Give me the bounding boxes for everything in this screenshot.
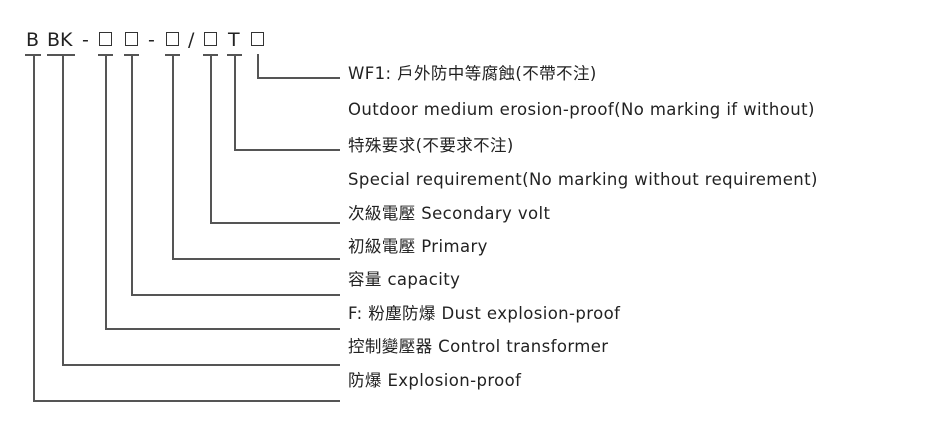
label-capacity: 容量 capacity <box>348 270 461 289</box>
label-special-en: Special requirement(No marking without r… <box>348 170 818 189</box>
code-dash: - <box>82 29 89 51</box>
code-t: T <box>228 29 240 51</box>
label-dust-explosion-proof: F: 粉塵防爆 Dust explosion-proof <box>348 304 621 323</box>
leader-line <box>33 400 340 402</box>
label-primary: 初級電壓 Primary <box>348 237 488 256</box>
leader-line <box>172 258 340 260</box>
leader-line <box>257 54 259 77</box>
code-bk: BK <box>47 29 73 51</box>
leader-line <box>210 54 212 222</box>
code-dash: - <box>148 29 155 51</box>
leader-line <box>257 77 340 79</box>
leader-line <box>131 54 133 294</box>
label-secondary-volt: 次級電壓 Secondary volt <box>348 204 551 223</box>
code-box-3 <box>166 32 179 46</box>
label-explosion-proof: 防爆 Explosion-proof <box>348 371 522 390</box>
label-wf1-en: Outdoor medium erosion-proof(No marking … <box>348 100 815 119</box>
label-control-transformer: 控制變壓器 Control transformer <box>348 337 609 356</box>
leader-line <box>62 364 340 366</box>
leader-line <box>62 54 64 364</box>
leader-line <box>105 54 107 328</box>
tick <box>47 54 75 56</box>
leader-line <box>131 294 340 296</box>
leader-line <box>172 54 174 258</box>
leader-line <box>33 54 35 400</box>
leader-line <box>234 149 340 151</box>
code-slash: / <box>188 29 195 51</box>
code-box-4 <box>204 32 217 46</box>
leader-line <box>105 328 340 330</box>
code-box-1 <box>99 32 112 46</box>
leader-line <box>234 54 236 149</box>
code-box-2 <box>125 32 138 46</box>
label-wf1: WF1: 戶外防中等腐蝕(不帶不注) <box>348 64 597 83</box>
label-special: 特殊要求(不要求不注) <box>348 136 514 155</box>
leader-line <box>210 222 340 224</box>
code-box-5 <box>251 32 264 46</box>
code-b: B <box>26 29 40 51</box>
